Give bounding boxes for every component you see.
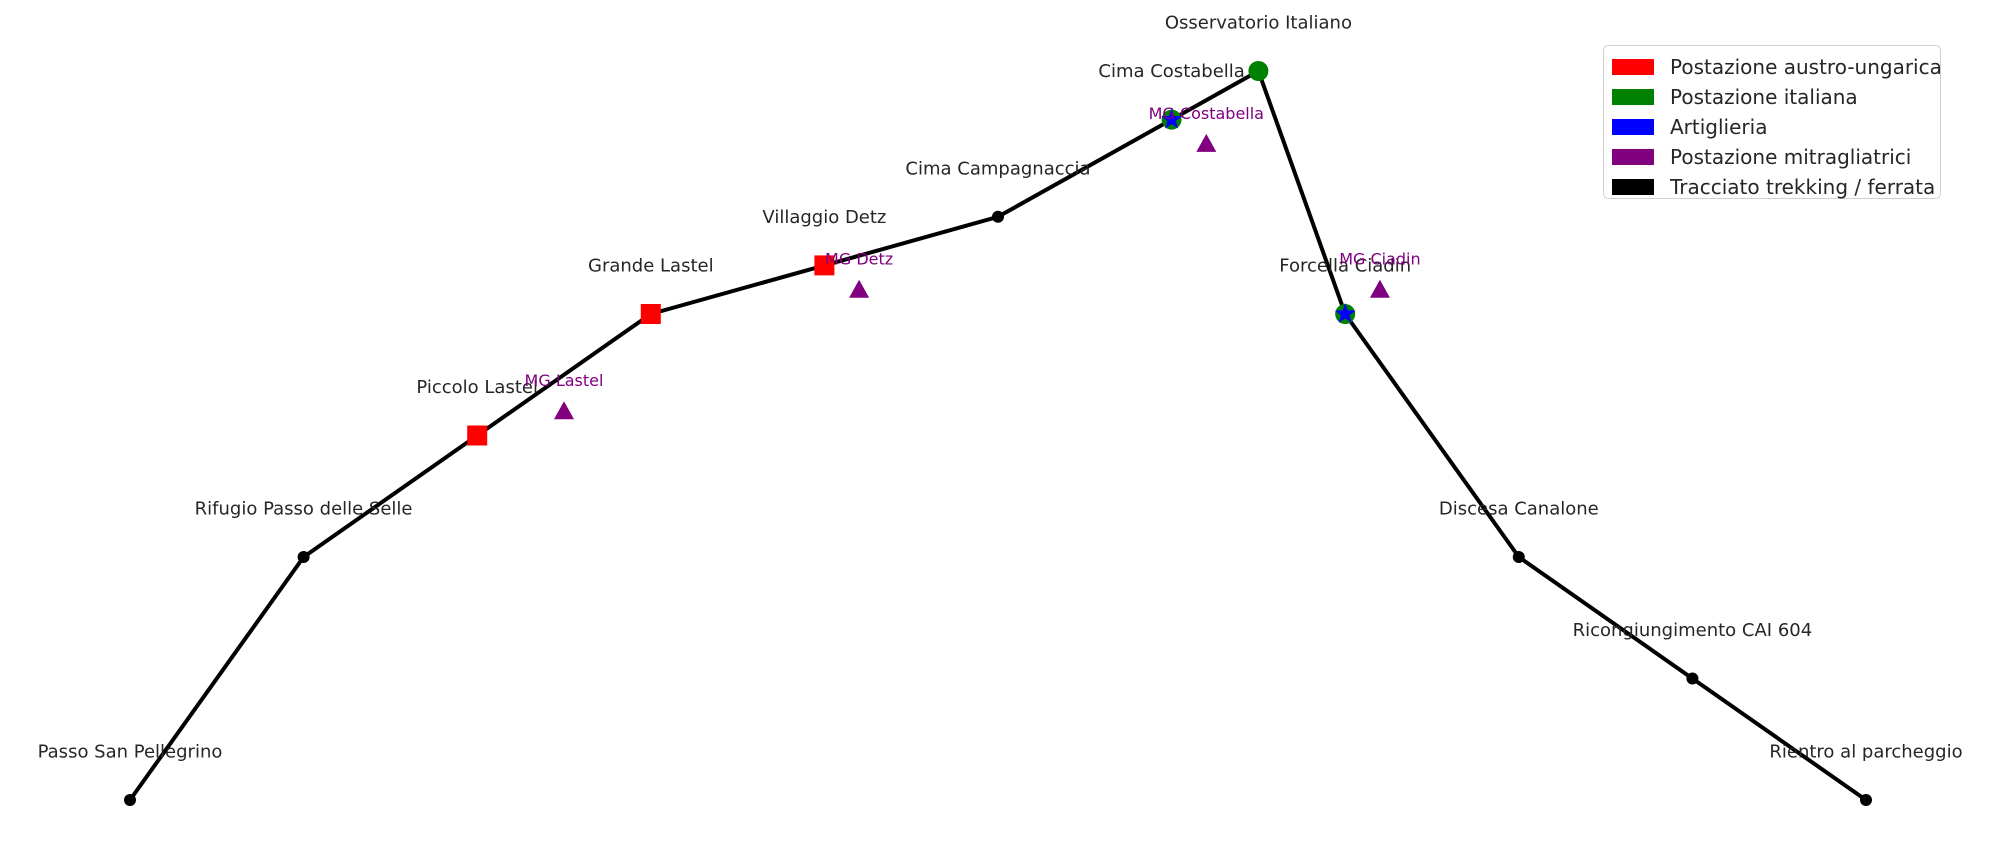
- machine-gun-label: MG Ciadin: [1339, 250, 1420, 269]
- artillery-star-marker: [1161, 108, 1183, 129]
- legend-swatch-mitragliatrici: [1612, 149, 1654, 165]
- waypoint-label: Rifugio Passo delle Selle: [195, 498, 413, 519]
- legend-label: Tracciato trekking / ferrata: [1670, 175, 1936, 199]
- trail-line: [128, 69, 1868, 802]
- machine-gun-label: MG Lastel: [525, 371, 604, 390]
- legend-item-mitragliatrici: Postazione mitragliatrici: [1612, 142, 1932, 172]
- italian-position-marker: [1248, 61, 1269, 81]
- waypoint-label: Rientro al parcheggio: [1769, 741, 1962, 762]
- legend-item-artiglieria: Artiglieria: [1612, 112, 1932, 142]
- machine-gun-marker: [554, 401, 574, 420]
- waypoint-label: Villaggio Detz: [762, 207, 886, 228]
- waypoint-label: Grande Lastel: [588, 255, 714, 276]
- trail-waypoint-dot: [124, 794, 136, 806]
- machine-gun-label: MG Costabella: [1149, 104, 1264, 123]
- machine-gun-marker: [849, 279, 870, 298]
- legend-item-trail: Tracciato trekking / ferrata: [1612, 172, 1936, 202]
- legend-swatch-italiana: [1612, 89, 1654, 105]
- legend-label: Postazione italiana: [1670, 85, 1858, 109]
- legend-item-austro: Postazione austro-ungarica: [1612, 52, 1942, 82]
- trail-waypoint-dot: [1860, 794, 1872, 806]
- austro-position-marker: [814, 255, 835, 276]
- waypoint-label: Cima Costabella: [1098, 61, 1244, 82]
- label-layer: Passo San Pellegrino Rifugio Passo delle …: [38, 12, 1963, 762]
- legend-swatch-austro: [1612, 59, 1654, 75]
- waypoint-label: Discesa Canalone: [1439, 498, 1599, 519]
- waypoint-label: Osservatorio Italiano: [1165, 12, 1352, 33]
- machine-gun-label: MG Detz: [825, 250, 893, 269]
- trail-waypoint-dot: [992, 210, 1004, 223]
- artillery-star-marker: [1334, 303, 1356, 323]
- machine-gun-marker: [1196, 133, 1217, 152]
- legend-label: Artiglieria: [1670, 115, 1768, 139]
- legend-label: Postazione mitragliatrici: [1670, 145, 1912, 169]
- waypoint-label: Forcella Ciadin: [1279, 255, 1411, 276]
- legend-swatch-trail: [1612, 179, 1654, 195]
- waypoint-label: Cima Campagnaccia: [905, 158, 1090, 179]
- trail-waypoint-dot: [297, 551, 310, 563]
- waypoint-label: Passo San Pellegrino: [38, 741, 223, 762]
- waypoint-label: Ricongiungimento CAI 604: [1573, 620, 1813, 641]
- austro-position-marker: [467, 425, 488, 446]
- legend: Postazione austro-ungarica Postazione it…: [1603, 45, 1942, 202]
- marker-layer: [124, 61, 1872, 806]
- waypoint-label: Piccolo Lastel: [416, 377, 538, 398]
- legend-label: Postazione austro-ungarica: [1670, 55, 1942, 79]
- austro-position-marker: [640, 304, 661, 324]
- legend-item-italiana: Postazione italiana: [1612, 82, 1932, 112]
- legend-swatch-artiglieria: [1612, 119, 1654, 135]
- machine-gun-marker: [1369, 279, 1390, 298]
- trail-layer: [128, 69, 1868, 802]
- trail-waypoint-dot: [1512, 551, 1525, 563]
- trail-waypoint-dot: [1686, 672, 1699, 685]
